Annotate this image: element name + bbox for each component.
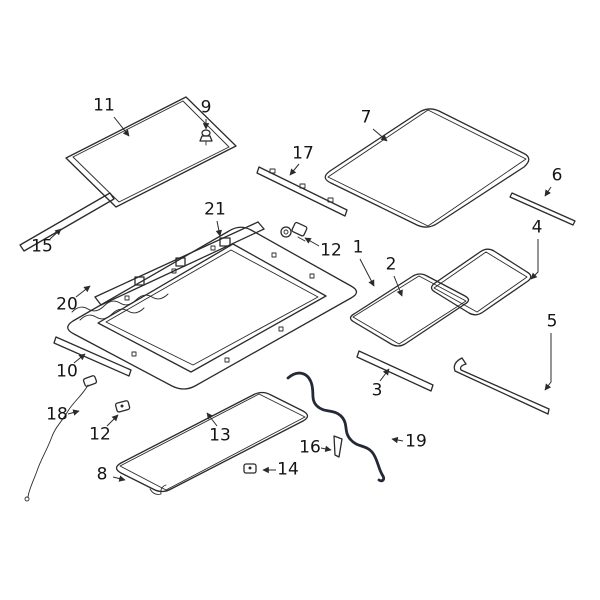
part-6-trim-strip	[509, 192, 576, 226]
part-10-trim-strip	[53, 336, 132, 377]
part-number-7-3: 7	[360, 107, 372, 128]
part-number-16-18: 16	[299, 437, 321, 458]
part-number-6-4: 6	[551, 165, 563, 186]
part-number-2-9: 2	[385, 254, 397, 275]
part-number-11-0: 11	[93, 95, 115, 116]
part-number-4-10: 4	[531, 217, 543, 238]
part-number-13-17: 13	[209, 425, 231, 446]
part-20-cables	[71, 293, 169, 321]
part-number-17-2: 17	[292, 143, 314, 164]
part-number-1-8: 1	[352, 237, 364, 258]
leader-lines	[49, 116, 552, 482]
part-14-clip	[243, 463, 257, 474]
part-number-20-11: 20	[56, 294, 78, 315]
part-18-drain-hose	[24, 375, 98, 502]
part-number-19-19: 19	[405, 431, 427, 452]
part-9-clip	[199, 129, 213, 146]
part-21-mechanism	[94, 221, 265, 306]
part-number-9-1: 9	[200, 97, 212, 118]
part-16-bracket	[333, 435, 343, 458]
part-5-trim-strip	[453, 357, 550, 415]
part-number-12-7: 12	[320, 240, 342, 261]
part-19-drain-hose	[286, 371, 386, 483]
sunroof-frame-assembly	[67, 226, 358, 390]
part-number-10-13: 10	[56, 361, 78, 382]
part-2-glass-panel	[349, 273, 470, 347]
part-number-5-12: 5	[546, 311, 558, 332]
part-number-21-6: 21	[204, 199, 226, 220]
part-number-15-5: 15	[31, 236, 53, 257]
part-number-8-20: 8	[96, 464, 108, 485]
part-11-seal-frame	[65, 96, 237, 208]
part-12-clip	[114, 400, 131, 413]
part-number-14-21: 14	[277, 459, 299, 480]
part-3-trim-strip	[356, 350, 434, 392]
part-17-rail	[256, 166, 348, 217]
part-number-3-14: 3	[371, 380, 383, 401]
part-12-motor	[280, 221, 308, 242]
part-15-seal-strip	[19, 192, 115, 252]
part-number-12-16: 12	[89, 424, 111, 445]
part-number-18-15: 18	[46, 404, 68, 425]
part-7-glass-panel	[324, 108, 530, 228]
part-4-panel	[430, 248, 532, 316]
